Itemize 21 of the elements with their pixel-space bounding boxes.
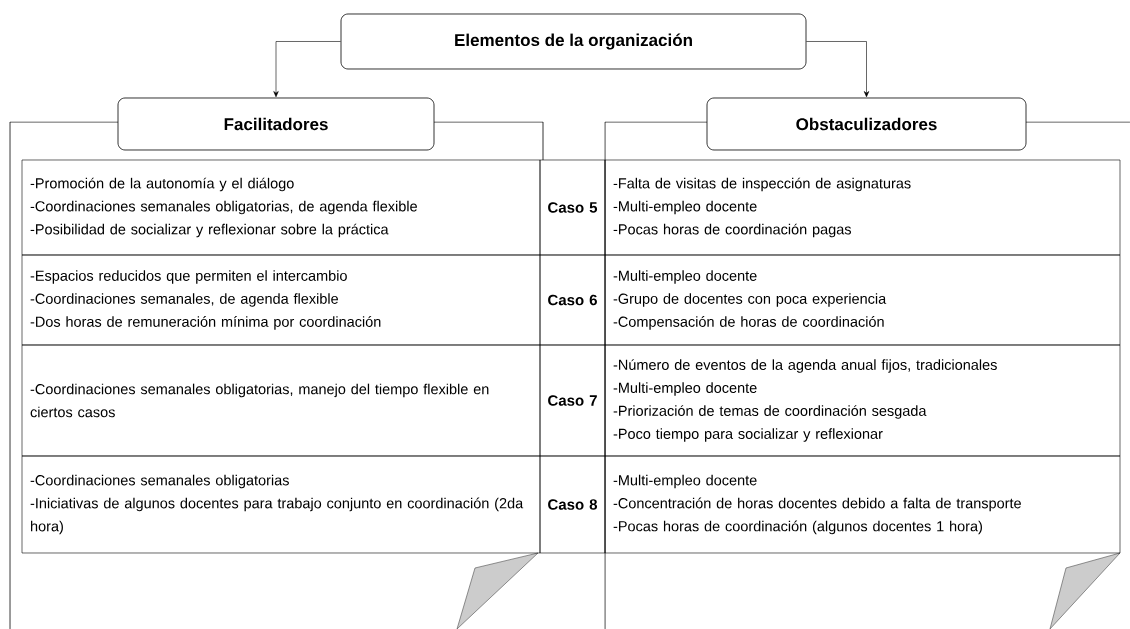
table-cell: -Número de eventos de la agenda anual fijos, tradicionales -Multi-empleo docente -Priorización de temas de coordinación sesgada -Poco tiempo para socializar y reflexionar: [604, 344, 1121, 457]
arrow: [806, 41, 870, 98]
heading-box: Facilitadores: [117, 97, 435, 151]
table-cell: -Falta de visitas de inspección de asignaturas -Multi-empleo docente -Pocas horas de coordinación pagas: [604, 159, 1121, 256]
table-cell: -Multi-empleo docente -Grupo de docentes con poca experiencia -Compensación de horas de coordinación: [604, 254, 1121, 346]
table-cell: -Espacios reducidos que permiten el intercambio -Coordinaciones semanales, de agenda flexible -Dos horas de remuneración mínima por coordinación: [21, 254, 541, 346]
heading-box: Obstaculizadores: [706, 97, 1027, 151]
case-cell: Caso 8: [539, 455, 606, 554]
title-box: Elementos de la organización: [340, 13, 807, 70]
label: -Multi-empleo docente: [613, 382, 757, 396]
label: -Número de eventos de la agenda anual fijos, tradicionales: [613, 359, 997, 373]
table-cell: -Promoción de la autonomía y el diálogo -Coordinaciones semanales obligatorias, de agenda flexible -Posibilidad de socializar y reflexionar sobre la práctica: [21, 159, 541, 256]
case-cell: Caso 7: [539, 344, 606, 457]
table-cell: -Multi-empleo docente -Concentración de horas docentes debido a falta de transporte -Pocas horas de coordinación (algunos docentes 1 hora): [604, 455, 1121, 554]
table-cell: -Coordinaciones semanales obligatorias, manejo del tiempo flexible en ciertos casos: [21, 344, 541, 457]
label: -Poco tiempo para socializar y reflexionar: [613, 428, 883, 442]
case-cell: Caso 5: [539, 159, 606, 256]
arrow: [273, 41, 341, 98]
table-cell: -Coordinaciones semanales obligatorias -Iniciativas de algunos docentes para trabajo conjunto en coordinación (2da hora): [21, 455, 541, 554]
case-cell: Caso 6: [539, 254, 606, 346]
label: -Priorización de temas de coordinación sesgada: [613, 405, 927, 419]
